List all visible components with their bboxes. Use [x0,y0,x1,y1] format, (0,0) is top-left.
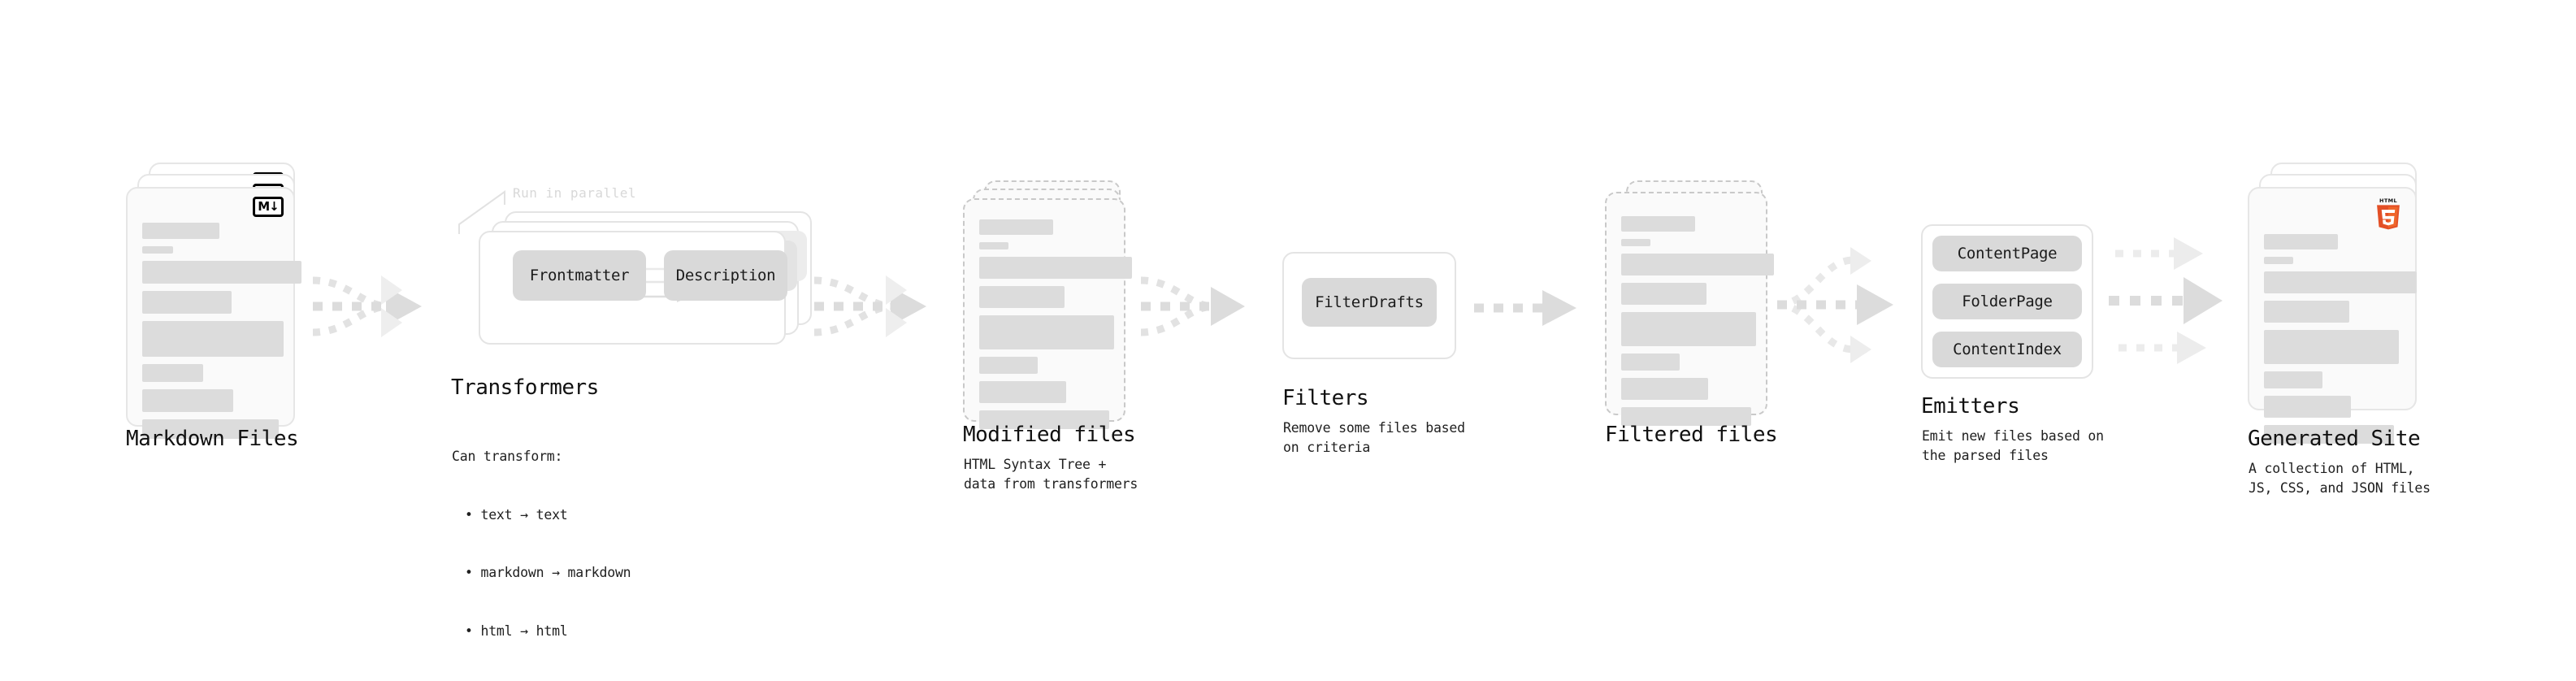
stage-modified-files [963,180,1138,432]
modified-card-stack [963,180,1138,432]
filtered-files-title: Filtered files [1605,423,1778,447]
filter-pill-filterdrafts-label: FilterDrafts [1315,293,1424,311]
generated-site-title: Generated Site [2248,427,2421,451]
modified-card-front [963,198,1132,429]
stage-generated-site: CSS HTML [2248,163,2435,444]
transformers-subtitle: Can transform: [452,448,563,464]
modified-files-title: Modified files [963,423,1136,447]
modified-card-content-lines [979,219,1132,436]
transformers-bullet-1: • text → text [465,506,568,523]
generated-site-card-stack: CSS HTML [2248,163,2435,444]
modified-files-subtitle: HTML Syntax Tree + data from transformer… [964,457,1138,492]
transformer-pill-description[interactable]: Description [664,250,787,301]
filtered-card-front [1605,192,1774,426]
emitters-title: Emitters [1921,394,2020,419]
transformers-title: Transformers [451,375,599,400]
generated-card-content-lines [2264,234,2417,451]
transformer-pill-frontmatter-label: Frontmatter [529,267,630,284]
filtered-card-stack [1605,180,1780,432]
transformer-pill-description-label: Description [675,267,776,284]
run-in-parallel-bracket [458,190,505,234]
emitter-pill-folderpage-label: FolderPage [1962,293,2053,310]
svg-text:HTML: HTML [2379,197,2397,204]
generated-card-front: HTML [2248,187,2417,444]
connector-filtered-to-emitters [1776,244,1918,366]
emitter-pill-folderpage[interactable]: FolderPage [1932,284,2082,319]
transformers-bullet-3: • html → html [465,623,568,640]
run-in-parallel-label: Run in parallel [513,185,636,201]
filter-pill-filterdrafts[interactable]: FilterDrafts [1302,278,1437,327]
html5-icon: HTML [2374,197,2402,230]
filtered-card-content-lines [1621,216,1774,433]
emitter-pill-contentindex[interactable]: ContentIndex [1932,332,2082,367]
markdown-icon: M↓ [253,197,284,217]
filters-subtitle: Remove some files based on criteria [1283,420,1465,455]
transformers-bullet-2: • markdown → markdown [465,565,631,581]
connector-md-to-transformers [311,271,441,344]
markdown-card-stack: M↓ M↓ M↓ [126,163,313,439]
generated-site-subtitle: A collection of HTML, JS, CSS, and JSON … [2249,461,2431,496]
filters-title: Filters [1282,386,1369,410]
emitters-subtitle: Emit new files based on the parsed files [1922,428,2104,463]
transformers-subtitle-block: Can transform: • text → text • markdown … [452,408,631,680]
emitter-pill-contentindex-label: ContentIndex [1953,340,2062,358]
connector-modified-to-filters [1139,271,1269,344]
markdown-card-front: M↓ [126,187,301,439]
emitter-pill-contentpage-label: ContentPage [1957,245,2058,262]
connector-emitters-to-site [2109,232,2255,370]
transformer-pill-frontmatter[interactable]: Frontmatter [513,250,646,301]
markdown-card-content-lines [142,223,301,446]
markdown-files-title: Markdown Files [126,427,299,451]
stage-markdown-files: M↓ M↓ M↓ [126,163,313,439]
stage-filtered-files [1605,180,1780,432]
emitter-pill-contentpage[interactable]: ContentPage [1932,236,2082,271]
connector-transformers-to-modified [813,271,951,344]
connector-filters-to-filtered [1472,288,1594,327]
